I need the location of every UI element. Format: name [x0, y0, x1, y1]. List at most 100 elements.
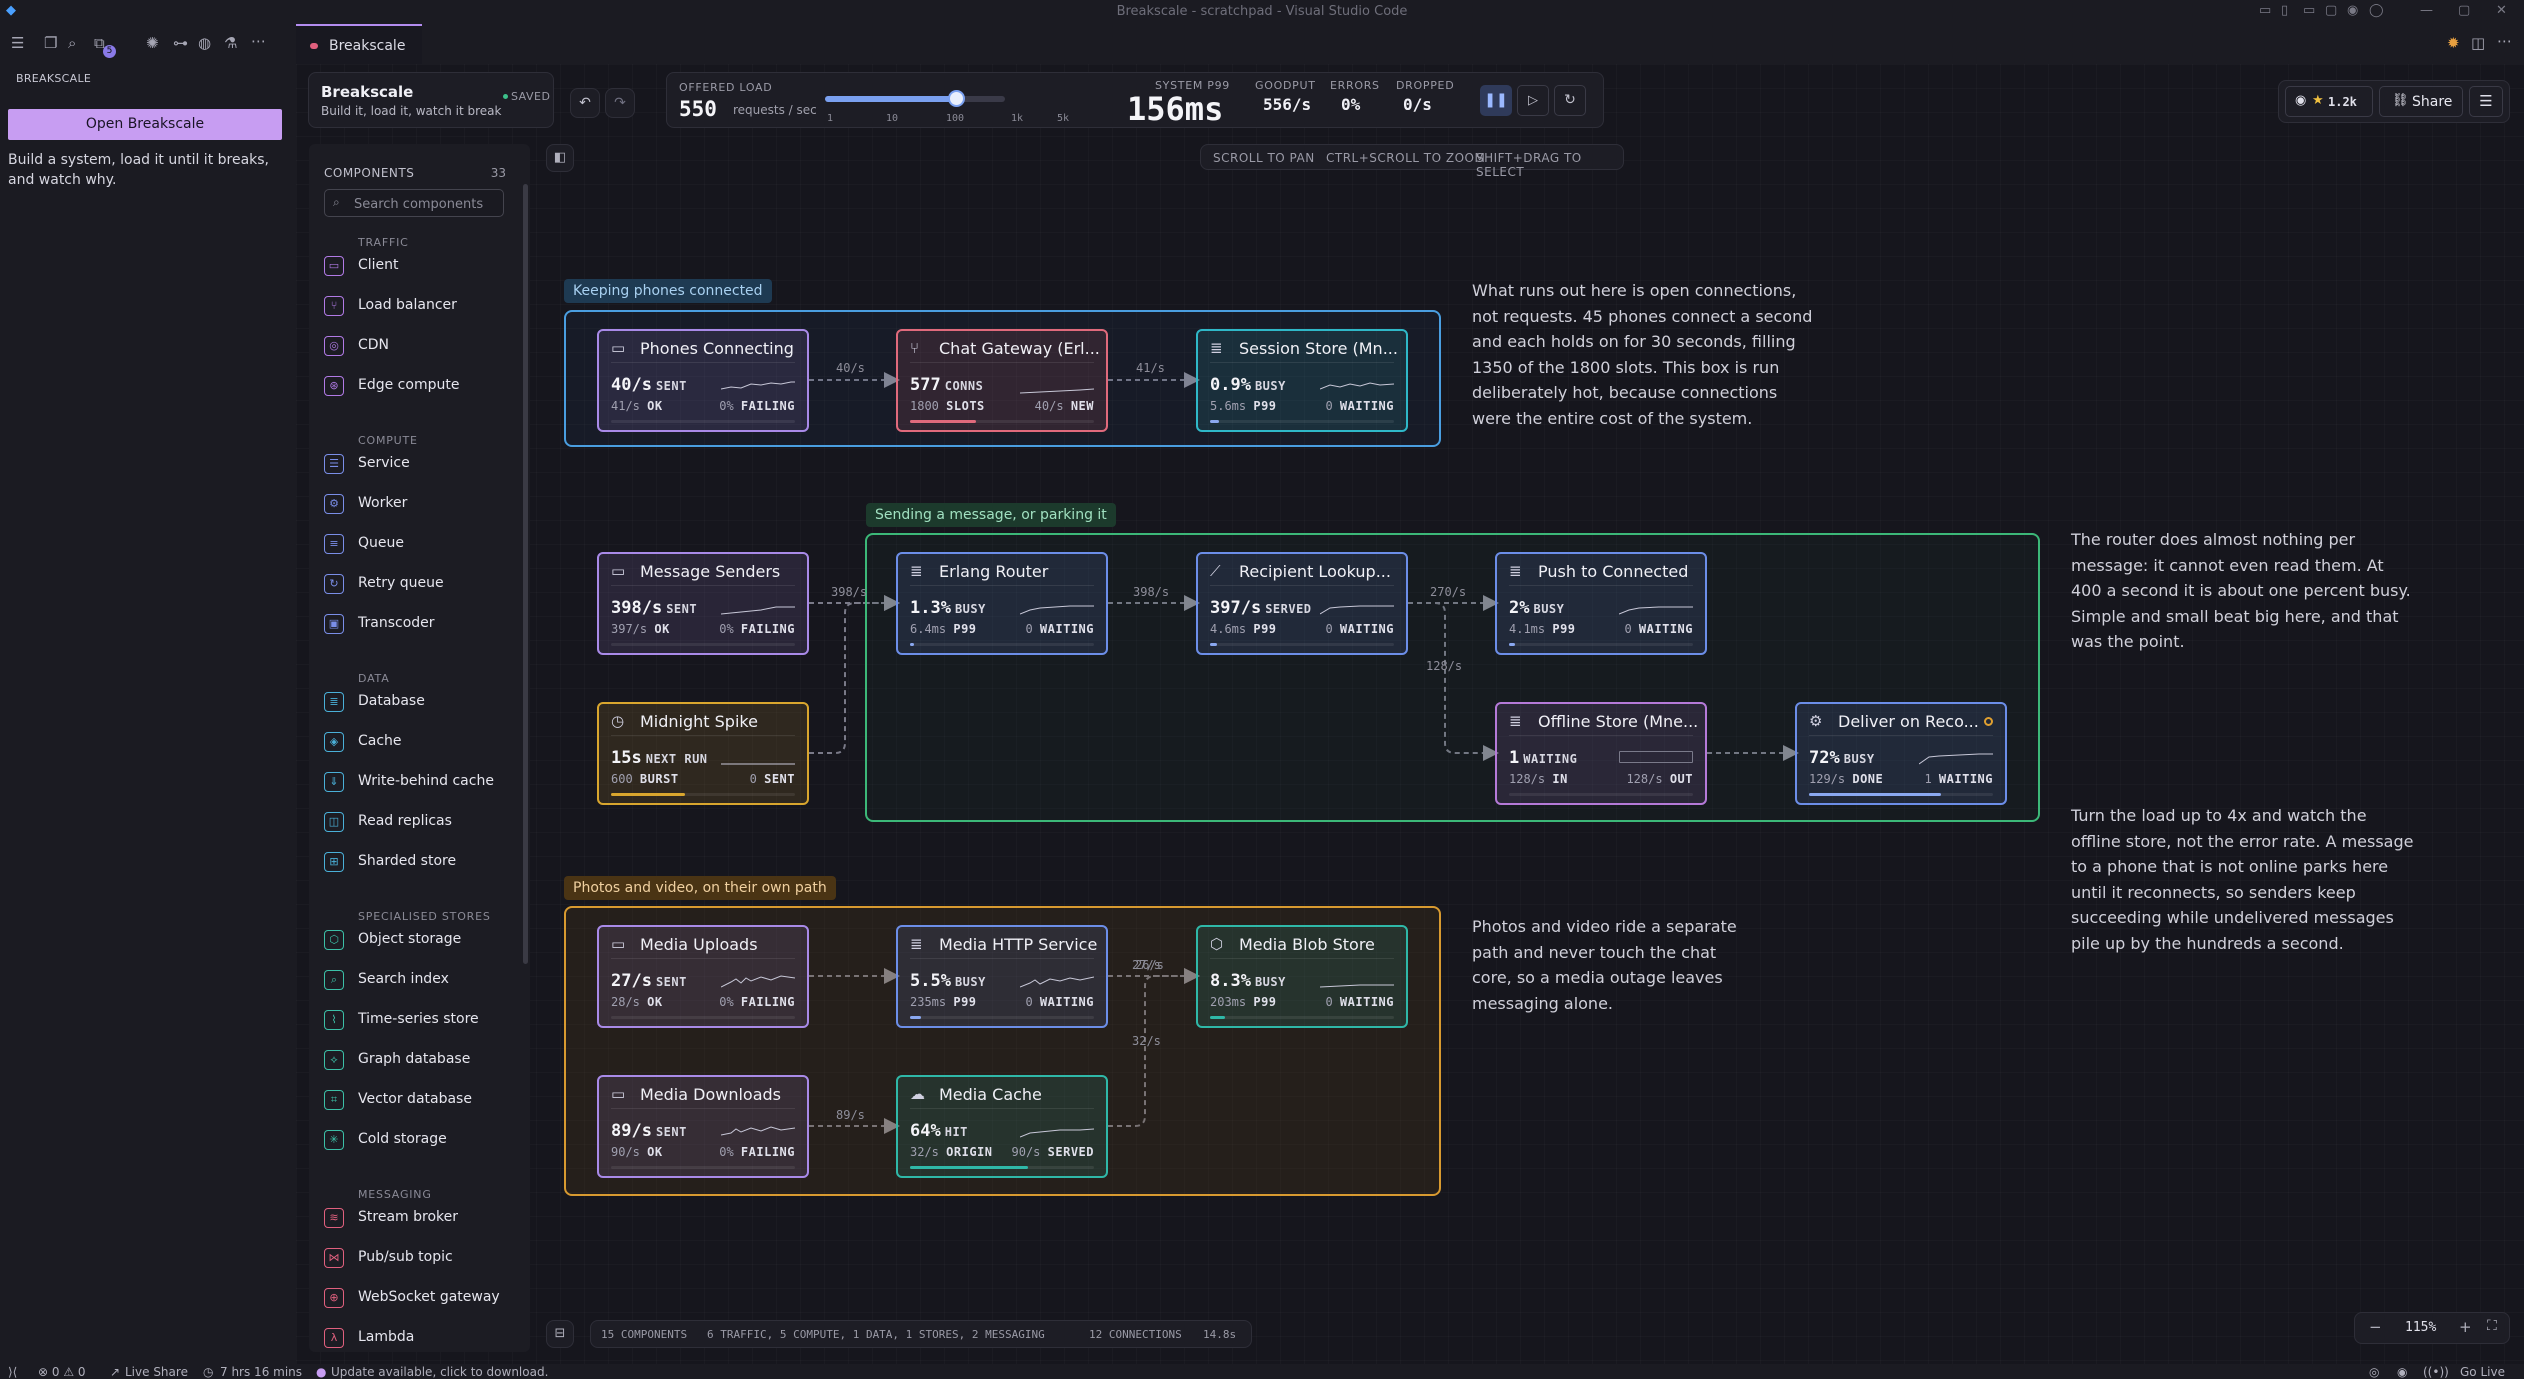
- remote-icon[interactable]: ◍: [198, 34, 212, 52]
- palette-item[interactable]: ⌇Time-series store: [324, 1008, 504, 1032]
- github-button[interactable]: ◉ ★ 1.2k: [2285, 86, 2373, 117]
- palette-item-label: Read replicas: [358, 813, 452, 829]
- layout-icon[interactable]: ▯: [2281, 3, 2289, 18]
- copilot-icon[interactable]: ◎: [2369, 1365, 2380, 1379]
- metric-value: 203ms: [1210, 995, 1247, 1009]
- palette-item[interactable]: ⊞Sharded store: [324, 850, 504, 874]
- palette-item[interactable]: ◎CDN: [324, 334, 504, 358]
- zoom-in-button[interactable]: +: [2459, 1318, 2472, 1336]
- layout-icon[interactable]: ▭: [2303, 3, 2316, 18]
- palette-item[interactable]: ≣Database: [324, 690, 504, 714]
- group-label[interactable]: Photos and video, on their own path: [564, 876, 836, 900]
- extensions-icon[interactable]: ⊶: [173, 34, 188, 52]
- pause-button[interactable]: ❚❚: [1480, 85, 1512, 116]
- palette-item[interactable]: ⑂Load balancer: [324, 294, 504, 318]
- palette-item[interactable]: ⋈Pub/sub topic: [324, 1246, 504, 1270]
- maximize-icon[interactable]: ▢: [2458, 3, 2471, 18]
- tab-breakscale[interactable]: Breakscale: [296, 24, 422, 64]
- search-input[interactable]: ⌕ Search components: [324, 189, 504, 217]
- minimize-icon[interactable]: —: [2420, 3, 2433, 18]
- palette-item[interactable]: ⚙Worker: [324, 492, 504, 516]
- palette-item[interactable]: ⊛Edge compute: [324, 374, 504, 398]
- reset-button[interactable]: ↻: [1554, 85, 1586, 116]
- layout-icon[interactable]: ▢: [2325, 3, 2338, 18]
- step-button[interactable]: ▷: [1517, 85, 1549, 116]
- zoom-out-button[interactable]: −: [2369, 1318, 2382, 1336]
- close-icon[interactable]: ✕: [2496, 3, 2507, 18]
- node-header: ☁Media Cache: [910, 1085, 1094, 1109]
- redo-button[interactable]: ↷: [605, 88, 635, 118]
- notification-icon[interactable]: ◉: [2347, 3, 2359, 18]
- metric-value: 8.3%: [1210, 971, 1251, 991]
- group-label[interactable]: Sending a message, or parking it: [866, 503, 1116, 527]
- minimap-button[interactable]: ⊟: [546, 1320, 574, 1348]
- palette-item[interactable]: ▭Client: [324, 254, 504, 278]
- split-editor-icon[interactable]: ◫: [2471, 34, 2486, 52]
- load-slider[interactable]: [825, 90, 1005, 107]
- metric-value: 1.3%: [910, 598, 951, 618]
- palette-item[interactable]: ⌗Vector database: [324, 1088, 504, 1112]
- live-share-button[interactable]: Live Share: [125, 1365, 188, 1379]
- accounts-icon[interactable]: ◉: [2397, 1365, 2408, 1379]
- palette-item[interactable]: ≡Queue: [324, 532, 504, 556]
- fit-view-icon[interactable]: ⛶: [2487, 1318, 2497, 1334]
- more-icon[interactable]: ⋯: [251, 32, 266, 50]
- group-box[interactable]: [865, 533, 2040, 822]
- menu-button[interactable]: ☰: [2469, 86, 2503, 117]
- share-button[interactable]: ⛓ Share: [2379, 86, 2463, 117]
- layout-icon[interactable]: ▭: [2259, 3, 2272, 18]
- metric-unit: OK: [647, 995, 663, 1009]
- palette-item[interactable]: ☰Service: [324, 452, 504, 476]
- group-box[interactable]: [564, 310, 1441, 447]
- test-icon[interactable]: ⚗: [224, 34, 238, 52]
- palette-item[interactable]: ⟡Graph database: [324, 1048, 504, 1072]
- remote-icon[interactable]: ⟩⟨: [8, 1365, 18, 1379]
- group-label[interactable]: Keeping phones connected: [564, 279, 772, 303]
- palette-item[interactable]: ◫Read replicas: [324, 810, 504, 834]
- problems-indicator[interactable]: ⊗ 0 ⚠ 0: [38, 1365, 86, 1379]
- sparkline: [1320, 382, 1394, 390]
- palette-item[interactable]: ✳Cold storage: [324, 1128, 504, 1152]
- palette-item[interactable]: ◈Cache: [324, 730, 504, 754]
- open-breakscale-button[interactable]: Open Breakscale: [8, 109, 282, 140]
- load-slider-handle[interactable]: [948, 90, 966, 107]
- palette-item[interactable]: ▣Transcoder: [324, 612, 504, 636]
- source-control-icon[interactable]: ⧉: [94, 34, 105, 52]
- palette-item[interactable]: ⌕Search index: [324, 968, 504, 992]
- search-icon[interactable]: ⌕: [68, 34, 77, 52]
- explorer-icon[interactable]: ❐: [44, 34, 58, 52]
- palette-scrollbar[interactable]: [523, 184, 528, 964]
- debug-icon[interactable]: ✺: [146, 34, 159, 52]
- menu-icon[interactable]: ☰: [11, 34, 25, 52]
- more-icon[interactable]: ⋯: [2497, 32, 2512, 50]
- palette-item[interactable]: ⇓Write-behind cache: [324, 770, 504, 794]
- sparkline: [721, 606, 795, 615]
- go-live-button[interactable]: Go Live: [2460, 1365, 2505, 1379]
- palette-item[interactable]: ⬡Object storage: [324, 928, 504, 952]
- sun-icon[interactable]: ✹: [2447, 34, 2460, 52]
- undo-button[interactable]: ↶: [570, 88, 600, 118]
- accounts-icon[interactable]: ◯: [2369, 3, 2384, 18]
- group-box[interactable]: [564, 906, 1441, 1196]
- palette-item[interactable]: ⊕WebSocket gateway: [324, 1286, 504, 1310]
- collapse-palette-button[interactable]: ◧: [546, 144, 574, 172]
- palette-item[interactable]: ≋Stream broker: [324, 1206, 504, 1230]
- palette-item[interactable]: ↻Retry queue: [324, 572, 504, 596]
- update-notice[interactable]: Update available, click to download.: [331, 1365, 549, 1379]
